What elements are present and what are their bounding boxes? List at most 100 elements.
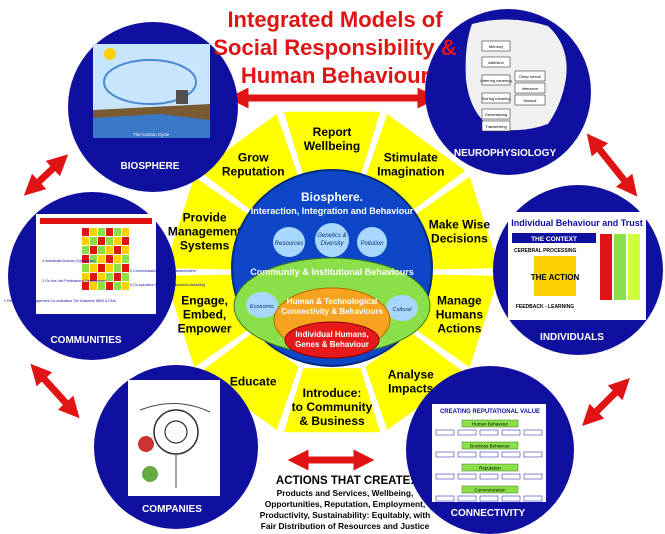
page-title: Integrated Models of Social Responsibili… bbox=[190, 6, 480, 90]
petal bbox=[282, 367, 382, 434]
spoke-label: Engage, bbox=[181, 293, 228, 307]
communities-label: COMMUNITIES bbox=[50, 335, 121, 346]
grid-cell bbox=[82, 246, 89, 254]
community-label: Community & Institutional Behaviours bbox=[250, 267, 414, 277]
green-column bbox=[614, 234, 626, 300]
grid-cell bbox=[98, 246, 105, 254]
conn-cell bbox=[479, 495, 499, 502]
title-line-3: Human Behaviour bbox=[240, 63, 430, 88]
grid-cell bbox=[114, 282, 121, 290]
community-item: 4 Individuals Actions (Cyberteam) bbox=[42, 259, 96, 263]
neuro-box bbox=[481, 120, 511, 132]
biosphere-label: BIOSPHERE bbox=[121, 161, 180, 172]
core-label-1: Individual Humans, bbox=[295, 330, 368, 339]
spoke-label: Make Wise bbox=[429, 218, 491, 232]
communities-node[interactable]: 4 Individuals Actions (Cyberteam) 1 Perfo… bbox=[4, 192, 205, 360]
grid-cell bbox=[82, 264, 89, 272]
spoke-label: Stimulate bbox=[384, 151, 438, 165]
tech-label-1: Human & Technological bbox=[287, 297, 378, 306]
grid-cell bbox=[82, 282, 89, 290]
spoke-label: Reputation bbox=[222, 165, 285, 179]
title-line-1: Integrated Models of bbox=[227, 7, 443, 32]
conn-cell bbox=[435, 451, 455, 458]
genetics-label-2: Diversity bbox=[320, 241, 344, 247]
action-label: THE ACTION bbox=[531, 273, 580, 282]
carbon-cycle-caption: The Carbon Cycle bbox=[133, 132, 170, 137]
cultural-label: Cultural bbox=[393, 307, 413, 313]
conn-cell bbox=[457, 451, 477, 458]
spoke-label: Introduce: bbox=[303, 386, 362, 400]
grid-cell bbox=[90, 228, 97, 236]
lime-column bbox=[628, 234, 640, 300]
grid-cell bbox=[82, 237, 89, 245]
right-upper-arrow bbox=[586, 133, 638, 197]
left-upper-arrow bbox=[23, 154, 69, 196]
spoke-label: Educate bbox=[230, 374, 277, 388]
grid-cell bbox=[106, 273, 113, 281]
conn-cell bbox=[501, 429, 521, 436]
conn-cell bbox=[479, 451, 499, 458]
economic-label: Economic bbox=[250, 304, 274, 310]
actions-line-2: Opportunities, Reputation, Employment, bbox=[264, 499, 426, 509]
neuro-box-label: Deep needs bbox=[519, 74, 541, 79]
community-grid bbox=[82, 228, 129, 290]
biosphere-node[interactable]: The Carbon Cycle BIOSPHERE bbox=[68, 22, 238, 192]
conn-band-label: Human Behaviour bbox=[472, 422, 509, 427]
community-items: 4 Individuals Actions (Cyberteam) 1 Perfo… bbox=[4, 259, 205, 303]
connectivity-node[interactable]: CREATING REPUTATIONAL VALUE Human Behavi… bbox=[406, 366, 574, 534]
neuro-box bbox=[514, 70, 546, 82]
conn-cell bbox=[479, 473, 499, 480]
center-header-2: Interaction, Integration and Behaviour bbox=[251, 206, 414, 216]
grid-cell bbox=[98, 282, 105, 290]
grid-cell bbox=[82, 228, 89, 236]
neuro-box bbox=[514, 94, 546, 106]
grid-cell bbox=[90, 282, 97, 290]
grid-cell bbox=[82, 255, 89, 263]
grid-cell bbox=[122, 255, 129, 263]
left-lower-arrow bbox=[30, 363, 80, 419]
grid-cell bbox=[90, 273, 97, 281]
spoke-label: Actions bbox=[437, 321, 481, 335]
conn-cell bbox=[501, 451, 521, 458]
individuals-node[interactable]: Individual Behaviour and Trust THE CONTE… bbox=[493, 185, 663, 355]
conn-cell bbox=[435, 495, 455, 502]
spoke-label: Provide bbox=[183, 211, 227, 225]
right-lower-arrow bbox=[582, 378, 630, 426]
actions-line-4: Fair Distribution of Resources and Justi… bbox=[260, 521, 430, 531]
center-header-1: Biosphere. bbox=[301, 190, 363, 204]
neuro-box-label: Inference bbox=[522, 86, 539, 91]
individuals-panel-title: Individual Behaviour and Trust bbox=[511, 218, 643, 228]
individuals-label: INDIVIDUALS bbox=[540, 332, 604, 343]
grid-cell bbox=[122, 246, 129, 254]
companies-label: COMPANIES bbox=[142, 504, 202, 515]
actions-heading: ACTIONS THAT CREATE: bbox=[275, 475, 415, 487]
grid-cell bbox=[122, 264, 129, 272]
resources-label: Resources bbox=[275, 241, 304, 247]
org-node-green bbox=[142, 466, 158, 482]
conn-band bbox=[461, 485, 519, 494]
spoke-label: Imagination bbox=[377, 165, 444, 179]
central-model: Biosphere. Interaction, Integration and … bbox=[231, 169, 433, 367]
neurophysiology-label: NEUROPHYSIOLOGY bbox=[454, 148, 557, 159]
spoke-label: & Business bbox=[299, 414, 365, 428]
community-item: 1 Performance Management Co-ordination T… bbox=[4, 299, 117, 303]
connectivity-label: CONNECTIVITY bbox=[451, 508, 526, 519]
factory-icon bbox=[176, 90, 188, 104]
conn-cell bbox=[435, 429, 455, 436]
companies-node[interactable]: COMPANIES bbox=[94, 365, 258, 529]
grid-cell bbox=[114, 237, 121, 245]
conn-cell bbox=[479, 429, 499, 436]
neuro-box bbox=[514, 82, 546, 94]
grid-cell bbox=[106, 282, 113, 290]
grid-cell bbox=[106, 237, 113, 245]
actions-caption: ACTIONS THAT CREATE: Products and Servic… bbox=[245, 474, 445, 532]
grid-cell bbox=[106, 228, 113, 236]
spoke-label: Systems bbox=[180, 239, 230, 253]
neuro-box bbox=[481, 108, 511, 120]
community-item: 3 On-line Job Professional Development bbox=[42, 279, 106, 283]
grid-cell bbox=[114, 228, 121, 236]
neuro-box-label: Memory bbox=[489, 44, 503, 49]
resources-bubble bbox=[273, 227, 305, 257]
